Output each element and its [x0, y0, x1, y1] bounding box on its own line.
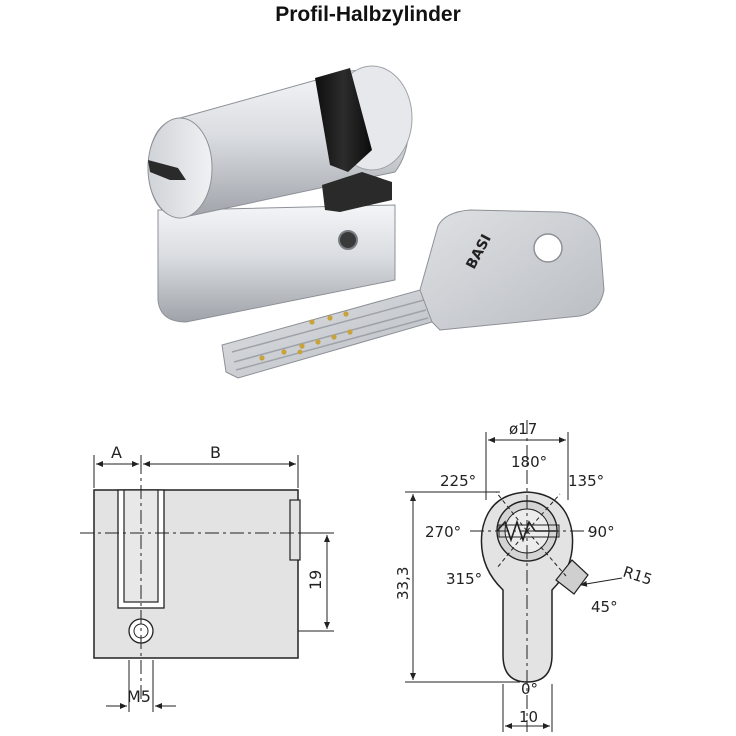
keyway-slot: [148, 160, 186, 180]
page-title: Profil-Halbzylinder: [275, 3, 461, 26]
dim-label-b: B: [210, 443, 221, 462]
angle-225: 225°: [440, 472, 476, 490]
cylinder-front-face: [147, 117, 213, 219]
side-view-drawing: A B 19 M5: [80, 443, 334, 712]
dim-radius: R15: [621, 563, 655, 589]
angle-270: 270°: [425, 523, 461, 541]
angle-315: 315°: [446, 570, 482, 588]
dim-height-333: 33,3: [394, 567, 412, 600]
key-pin-marks: [259, 311, 353, 361]
angle-180: 180°: [511, 453, 547, 471]
cylinder-photo: BASI: [147, 65, 605, 379]
cam-rotor: [315, 68, 372, 172]
dim-label-a: A: [111, 443, 122, 462]
cam-lever: [322, 172, 392, 212]
dim-height-19: 19: [306, 570, 325, 590]
key-head: [419, 209, 605, 331]
angle-45: 45°: [591, 598, 618, 616]
dim-width-10: 10: [519, 708, 538, 726]
angle-0: 0°: [521, 680, 538, 698]
front-view-drawing: ø17 33,3 10 R15 180° 225° 135° 270° 90° …: [394, 420, 654, 732]
dim-thread-m5: M5: [127, 687, 151, 706]
angle-90: 90°: [588, 523, 615, 541]
cylinder-fin: [157, 204, 396, 323]
key-ring-hole: [533, 233, 563, 263]
fixing-screw-hole: [338, 230, 358, 250]
angle-135: 135°: [568, 472, 604, 490]
dim-diameter: ø17: [509, 420, 537, 438]
